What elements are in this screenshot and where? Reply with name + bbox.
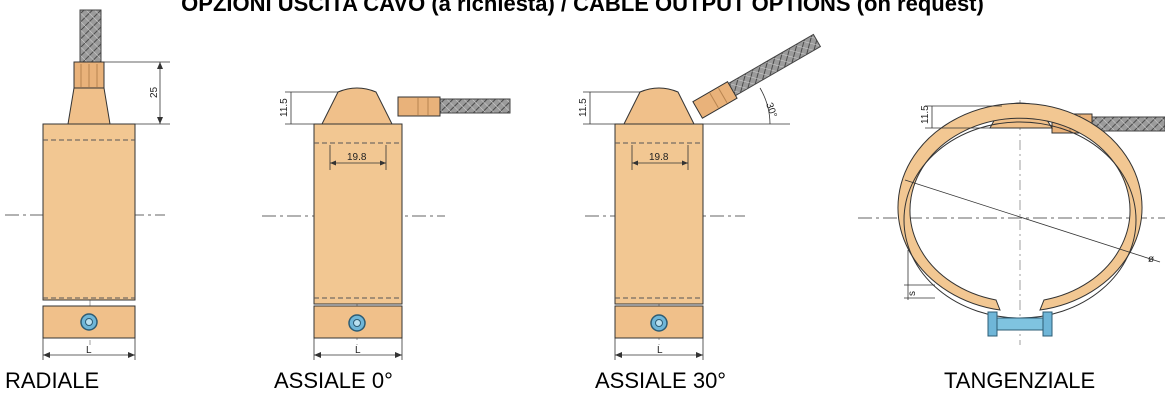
cap-width-label: 19.8 <box>347 152 367 163</box>
angle-label: 30° <box>763 101 779 119</box>
cap-width-label: 19.8 <box>649 152 669 163</box>
assiale-0-drawing: 11.5 19.8 L <box>262 87 511 360</box>
cap-height-label: 11.5 <box>578 98 589 117</box>
diagram-title: OPZIONI USCITA CAVO (a richiesta) / CABL… <box>181 0 984 16</box>
cable-cap <box>623 87 695 125</box>
radiale-drawing: 25 L <box>5 9 170 360</box>
diameter-label: ø <box>1148 254 1154 265</box>
radial-cable <box>79 9 102 66</box>
heater-body <box>614 123 704 305</box>
cable-cap <box>321 87 393 125</box>
heater-body <box>313 123 403 305</box>
caption-assiale-30: ASSIALE 30° <box>595 368 727 393</box>
tangential-cable <box>1089 116 1165 132</box>
cable-sleeve <box>692 81 738 119</box>
caption-assiale-0: ASSIALE 0° <box>274 368 393 393</box>
clamp-screw <box>989 317 1051 331</box>
caption-tangenziale: TANGENZIALE <box>944 368 1096 393</box>
width-label: L <box>657 345 663 356</box>
cable-length-label: 25 <box>149 86 160 98</box>
cap-height-label: 11.5 <box>920 105 931 124</box>
caption-radiale: RADIALE <box>5 368 100 393</box>
cap-height-label: 11.5 <box>279 98 290 117</box>
axial-cable <box>437 98 511 114</box>
angled-cable <box>726 33 822 98</box>
assiale-30-drawing: 11.5 19.8 30° L <box>578 33 822 360</box>
cable-boot <box>67 87 111 125</box>
heater-body <box>42 123 136 301</box>
width-label: L <box>355 345 361 356</box>
width-label: L <box>86 345 92 356</box>
tangenziale-drawing: ø 11.5 s <box>858 100 1165 345</box>
thickness-label: s <box>907 291 918 296</box>
cable-sleeve <box>397 96 441 117</box>
